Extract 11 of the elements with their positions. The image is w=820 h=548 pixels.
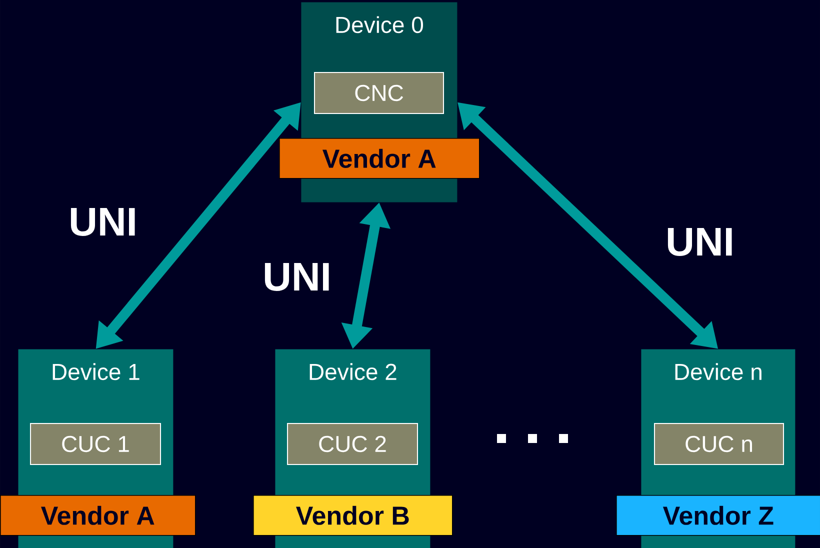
- vendor-label: Vendor A: [279, 138, 480, 179]
- edge-label: UNI: [668, 228, 732, 256]
- function-box: CNC: [314, 72, 444, 114]
- vendor-label: Vendor Z: [616, 495, 820, 536]
- function-box: CUC 2: [287, 423, 418, 465]
- function-box: CUC 1: [30, 423, 161, 465]
- edge-label: UNI: [264, 263, 329, 291]
- vendor-label: Vendor B: [253, 495, 453, 536]
- edge-label: UNI: [70, 208, 135, 236]
- function-box: CUC n: [654, 423, 784, 465]
- vendor-label: Vendor A: [0, 495, 196, 536]
